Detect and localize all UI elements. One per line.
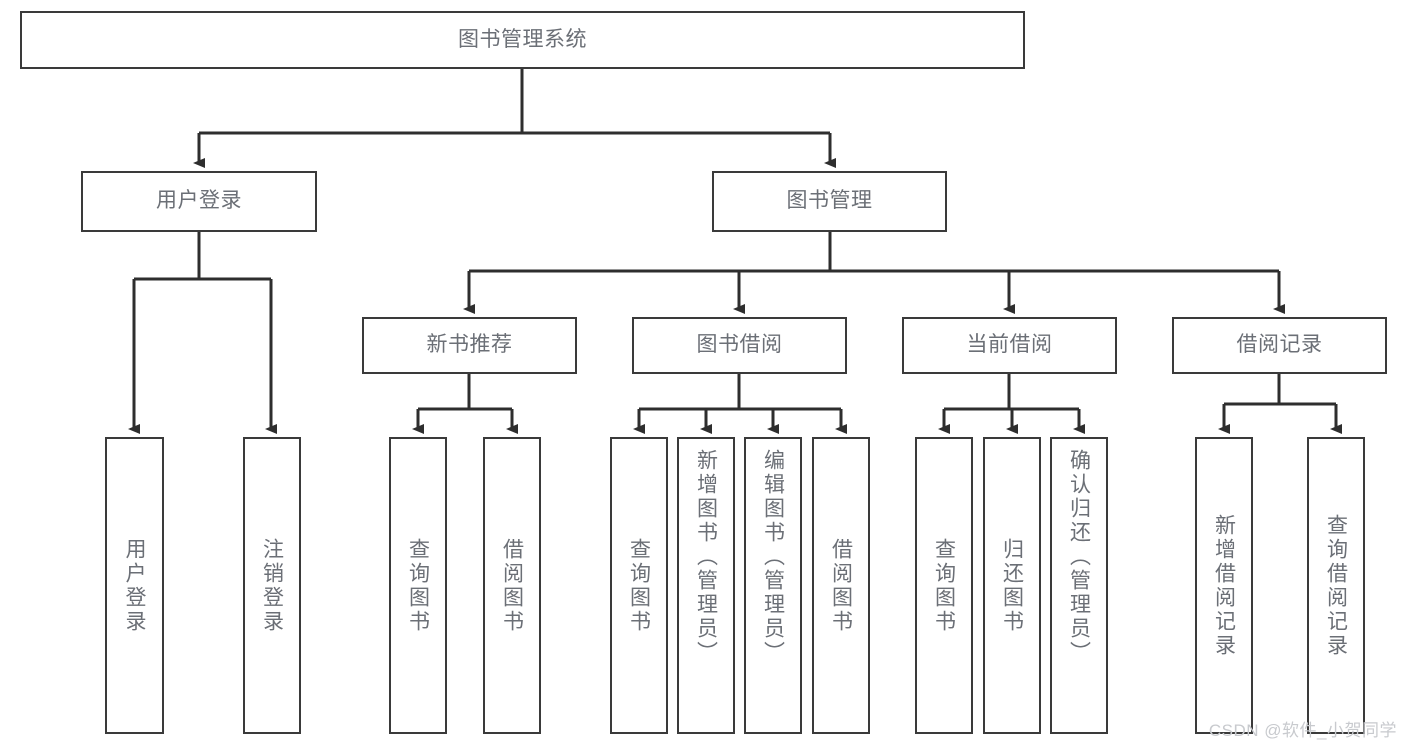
node-leaf-return-book[interactable]: 归还图书	[983, 437, 1041, 734]
node-leaf-borrow-book-1[interactable]: 借阅图书	[483, 437, 541, 734]
node-leaf-add-book-label: 新增图书（管理员）	[694, 449, 718, 665]
node-leaf-add-record-label: 新增借阅记录	[1212, 513, 1236, 658]
node-leaf-confirm-return[interactable]: 确认归还（管理员）	[1050, 437, 1108, 734]
node-leaf-add-record[interactable]: 新增借阅记录	[1195, 437, 1253, 734]
node-leaf-query-book-3-label: 查询图书	[932, 537, 956, 634]
node-borrow-record[interactable]: 借阅记录	[1172, 317, 1387, 374]
node-new-book-recommend[interactable]: 新书推荐	[362, 317, 577, 374]
node-leaf-query-book-1[interactable]: 查询图书	[389, 437, 447, 734]
node-book-borrow[interactable]: 图书借阅	[632, 317, 847, 374]
node-book-manage[interactable]: 图书管理	[712, 171, 947, 232]
csdn-watermark: CSDN @软件_小贺同学	[1208, 721, 1397, 740]
node-leaf-edit-book[interactable]: 编辑图书（管理员）	[744, 437, 802, 734]
node-leaf-edit-book-label: 编辑图书（管理员）	[761, 449, 785, 665]
node-leaf-user-login[interactable]: 用户登录	[105, 437, 164, 734]
node-leaf-borrow-book-2-label: 借阅图书	[829, 537, 853, 634]
node-leaf-borrow-book-2[interactable]: 借阅图书	[812, 437, 870, 734]
node-leaf-user-login-label: 用户登录	[123, 537, 146, 634]
node-leaf-query-book-3[interactable]: 查询图书	[915, 437, 973, 734]
node-user-login-label: 用户登录	[156, 189, 242, 213]
node-leaf-query-book-2-label: 查询图书	[627, 537, 651, 634]
node-book-manage-label: 图书管理	[786, 189, 873, 213]
node-root-label: 图书管理系统	[458, 27, 587, 51]
node-leaf-query-book-2[interactable]: 查询图书	[610, 437, 668, 734]
node-leaf-add-book[interactable]: 新增图书（管理员）	[677, 437, 735, 734]
node-book-borrow-label: 图书借阅	[696, 333, 783, 357]
node-leaf-return-book-label: 归还图书	[1000, 537, 1024, 634]
node-leaf-borrow-book-1-label: 借阅图书	[500, 537, 524, 634]
node-leaf-logout[interactable]: 注销登录	[243, 437, 301, 734]
node-root[interactable]: 图书管理系统	[20, 11, 1025, 69]
node-borrow-record-label: 借阅记录	[1236, 333, 1323, 357]
node-leaf-query-record-label: 查询借阅记录	[1324, 513, 1348, 658]
node-leaf-logout-label: 注销登录	[260, 537, 284, 634]
node-leaf-query-book-1-label: 查询图书	[406, 537, 430, 634]
node-leaf-query-record[interactable]: 查询借阅记录	[1307, 437, 1365, 734]
node-leaf-confirm-return-label: 确认归还（管理员）	[1067, 449, 1091, 665]
node-current-borrow-label: 当前借阅	[966, 333, 1053, 357]
node-current-borrow[interactable]: 当前借阅	[902, 317, 1117, 374]
node-new-book-recommend-label: 新书推荐	[426, 333, 513, 357]
node-user-login[interactable]: 用户登录	[81, 171, 317, 232]
